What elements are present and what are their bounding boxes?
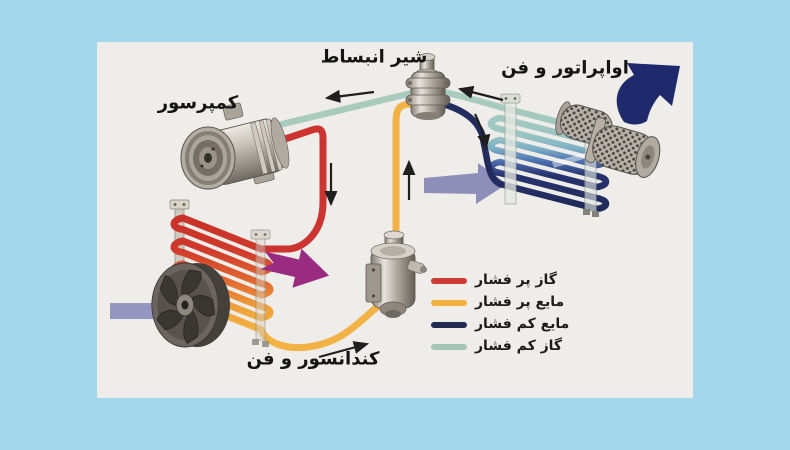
compressor-label: کمپرسور	[157, 92, 239, 114]
legend-row-high-pressure-gas: گاز پر فشار	[431, 272, 569, 289]
legend-swatch-low-pressure-gas	[431, 343, 467, 350]
evaporator-airflow-in-arrow	[424, 163, 507, 204]
condenser-coil	[170, 214, 274, 333]
evaporator-left-bracket	[500, 93, 521, 205]
condenser-fan	[151, 262, 230, 348]
evaporator-blower-fan	[555, 101, 661, 178]
legend-label-high-pressure-liquid: مایع پر فشار	[475, 294, 565, 310]
legend-row-high-pressure-liquid: مایع پر فشار	[431, 294, 569, 311]
legend-swatch-high-pressure-gas	[431, 277, 467, 284]
compressor-pulley	[180, 126, 236, 190]
legend-label-low-pressure-gas: گاز کم فشار	[475, 338, 563, 354]
legend-row-low-pressure-liquid: مایع کم فشار	[431, 316, 569, 333]
legend-swatch-low-pressure-liquid	[431, 321, 467, 328]
legend-row-low-pressure-gas: گاز کم فشار	[431, 338, 569, 355]
condenser-airflow-out-arrow	[260, 248, 330, 288]
flow-arrow-suction-left	[324, 89, 375, 103]
evaporator-assembly	[424, 63, 680, 217]
legend-swatch-high-pressure-liquid	[431, 299, 467, 306]
flow-arrow-evaporator-out	[457, 85, 504, 102]
flow-arrow-valve-to-evaporator	[474, 113, 491, 151]
legend: گاز پر فشار مایع پر فشار مایع کم فشار گا…	[431, 272, 569, 355]
compressor-illustration	[180, 102, 290, 190]
evaporator-airflow-out-arrow	[616, 63, 680, 125]
pipe-high-pressure-gas	[257, 125, 327, 253]
condenser-fan-label: کندانسور و فن	[246, 348, 380, 370]
expansion-valve-label: شیر انبساط	[320, 46, 428, 68]
evaporator-coil	[487, 103, 610, 213]
legend-label-high-pressure-gas: گاز پر فشار	[475, 272, 557, 288]
flow-arrow-condenser-out	[318, 341, 370, 359]
receiver-drier-illustration	[365, 230, 427, 318]
legend-label-low-pressure-liquid: مایع کم فشار	[475, 316, 570, 332]
evaporator-fan-label: اواپراتور و فن	[501, 57, 629, 79]
evaporator-sheen	[552, 153, 587, 168]
pipe-low-pressure-gas-to-compressor	[266, 89, 416, 131]
expansion-valve-illustration	[405, 53, 451, 120]
condenser-right-bracket	[250, 229, 271, 347]
pipe-low-pressure-gas-from-evaporator	[440, 88, 504, 111]
